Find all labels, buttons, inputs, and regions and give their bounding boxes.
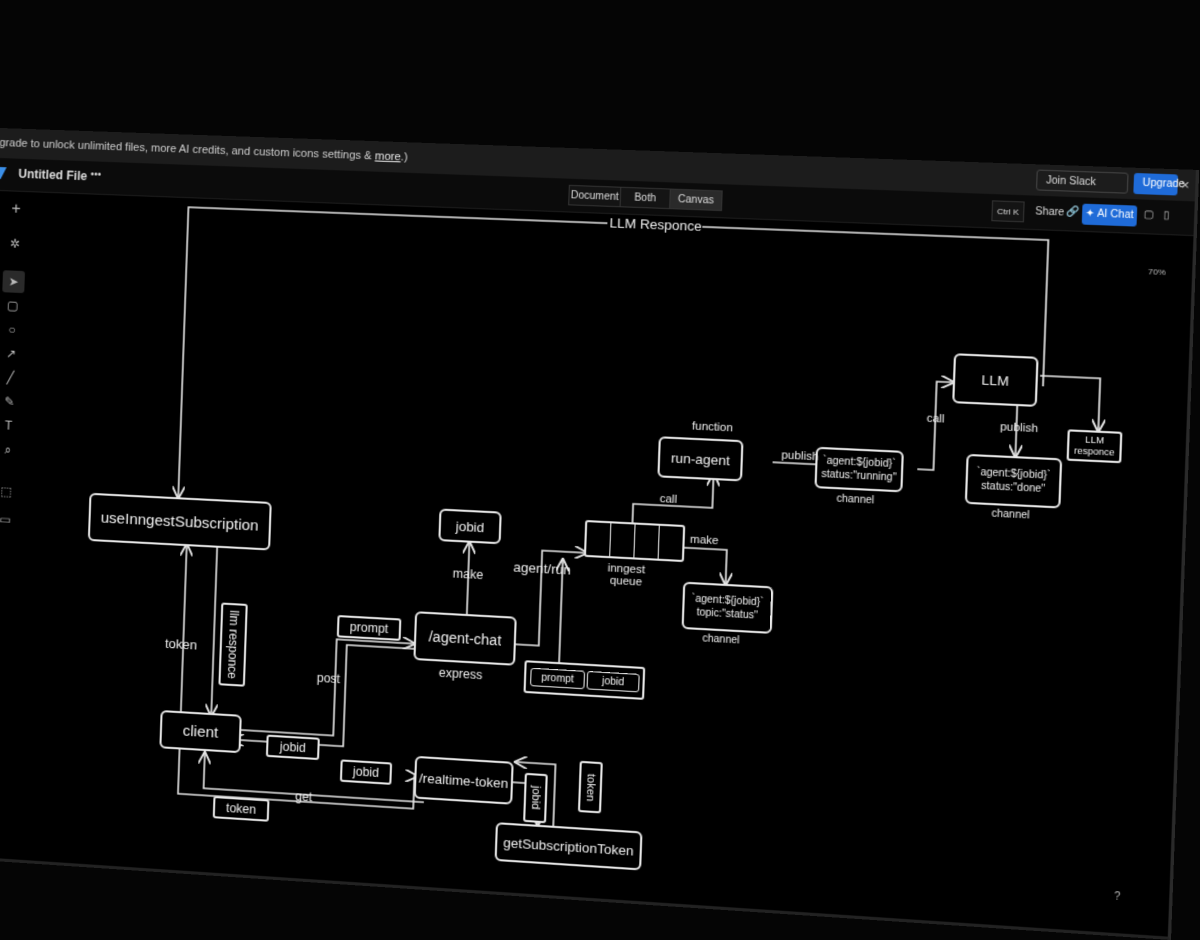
express-label: express <box>438 665 483 683</box>
prompt-tag[interactable]: prompt <box>336 615 402 641</box>
post-label: post <box>316 670 341 687</box>
line-icon[interactable]: ╱ <box>6 370 15 385</box>
frame-icon[interactable]: ⬚ <box>0 484 13 499</box>
tab-canvas[interactable]: Canvas <box>669 188 723 212</box>
plus-icon[interactable]: + <box>11 200 22 218</box>
queue-slot <box>657 525 660 559</box>
channel-done-node[interactable]: `agent:${jobid}` status:"done" <box>964 453 1063 509</box>
pencil-icon[interactable]: ✎ <box>4 394 15 409</box>
sparkle-icon: ✦ <box>1085 207 1098 220</box>
panel-icon[interactable]: ▯ <box>1163 209 1170 222</box>
get-label: get <box>294 789 313 805</box>
inngest-queue-caption: inngest queue <box>607 562 646 589</box>
join-slack-button[interactable]: Join Slack Community <box>1035 169 1129 210</box>
shortcut-button[interactable]: Ctrl K <box>991 200 1025 223</box>
call-label: call <box>659 492 678 507</box>
comment-icon[interactable]: ▢ <box>1143 209 1155 221</box>
arrow-icon[interactable]: ↗ <box>5 346 17 361</box>
realtime-client-arrow <box>204 753 426 802</box>
llm-responce-vertical-tag[interactable]: llm responce <box>218 602 248 687</box>
queue-slot <box>633 524 636 558</box>
call-label: call <box>926 412 945 426</box>
function-caption: function <box>691 420 734 435</box>
pointer-icon[interactable]: ➤ <box>2 270 25 294</box>
llm-responce-node[interactable]: LLM responce <box>1066 429 1123 464</box>
make-label: make <box>689 533 719 548</box>
diagram-canvas[interactable]: 70% ? <box>14 191 1193 936</box>
connectors <box>14 191 1193 936</box>
tab-document[interactable]: Document <box>568 184 622 208</box>
use-inngest-subscription-node[interactable]: useInngestSubscription <box>87 492 272 551</box>
rectangle-icon[interactable]: ▢ <box>6 298 19 313</box>
close-banner-icon[interactable]: × <box>1180 176 1190 193</box>
channel-caption: channel <box>836 493 875 507</box>
token-label: token <box>164 635 198 653</box>
queue-slot <box>609 523 612 557</box>
jobid-tag[interactable]: jobid <box>265 734 320 761</box>
banner-more-link[interactable]: more <box>374 150 401 164</box>
prompt-field: prompt <box>530 667 586 690</box>
payload-node[interactable]: prompt jobid <box>523 660 646 700</box>
agent-chat-node[interactable]: /agent-chat <box>413 611 517 666</box>
channel-running-node[interactable]: `agent:${jobid}` status:"running" <box>814 446 904 493</box>
make-label: make <box>452 566 484 583</box>
channel-status-node[interactable]: `agent:${jobid}` topic:"status" <box>681 581 774 634</box>
circle-icon[interactable]: ○ <box>8 322 16 337</box>
agent-run-label: agent/run <box>513 559 572 578</box>
file-menu-icon[interactable]: ••• <box>90 169 102 181</box>
app-screen: grade to unlock unlimited files, more AI… <box>0 128 1199 940</box>
jobid-vertical-tag[interactable]: jobid <box>523 772 548 824</box>
realtime-token-node[interactable]: /realtime-token <box>413 755 514 805</box>
inngest-queue-node[interactable] <box>583 519 686 563</box>
llm-responce-arrow <box>178 207 1048 541</box>
channel-caption: channel <box>702 633 740 647</box>
run-agent-node[interactable]: run-agent <box>657 436 744 482</box>
share-button[interactable]: Share <box>1034 206 1065 219</box>
jobid-node[interactable]: jobid <box>438 508 502 545</box>
link-icon[interactable]: 🔗 <box>1065 206 1080 219</box>
file-name[interactable]: Untitled File <box>18 166 88 184</box>
sub-client-arrow <box>211 547 217 715</box>
queue-channel-arrow <box>683 548 727 584</box>
channel-llm-arrow <box>917 381 953 471</box>
client-node[interactable]: client <box>159 709 242 754</box>
jobid-tag[interactable]: jobid <box>339 759 393 785</box>
agent-chat-client-arrow <box>233 639 414 751</box>
publish-label: publish <box>999 420 1039 436</box>
post-arrow <box>231 634 414 741</box>
comment-icon[interactable]: ▭ <box>0 512 12 527</box>
tab-both[interactable]: Both <box>619 186 671 210</box>
client-sub-arrow <box>181 545 187 711</box>
sparkle-icon[interactable]: ✲ <box>9 236 21 251</box>
search-shape-icon[interactable]: ⌕ <box>4 442 12 457</box>
channel-caption: channel <box>991 508 1030 522</box>
logo-icon <box>0 167 7 179</box>
token-tag[interactable]: token <box>212 795 270 822</box>
publish-label: publish <box>781 449 819 464</box>
ai-chat-button[interactable]: ✦ AI Chat <box>1081 203 1138 227</box>
token-vertical-tag[interactable]: token <box>577 760 603 814</box>
upgrade-button[interactable]: Upgrade <box>1133 172 1185 196</box>
text-icon[interactable]: T <box>4 418 13 433</box>
llm-node[interactable]: LLM <box>952 353 1039 407</box>
jobid-field: jobid <box>586 670 640 693</box>
llm-responce-box-arrow <box>1038 376 1100 431</box>
